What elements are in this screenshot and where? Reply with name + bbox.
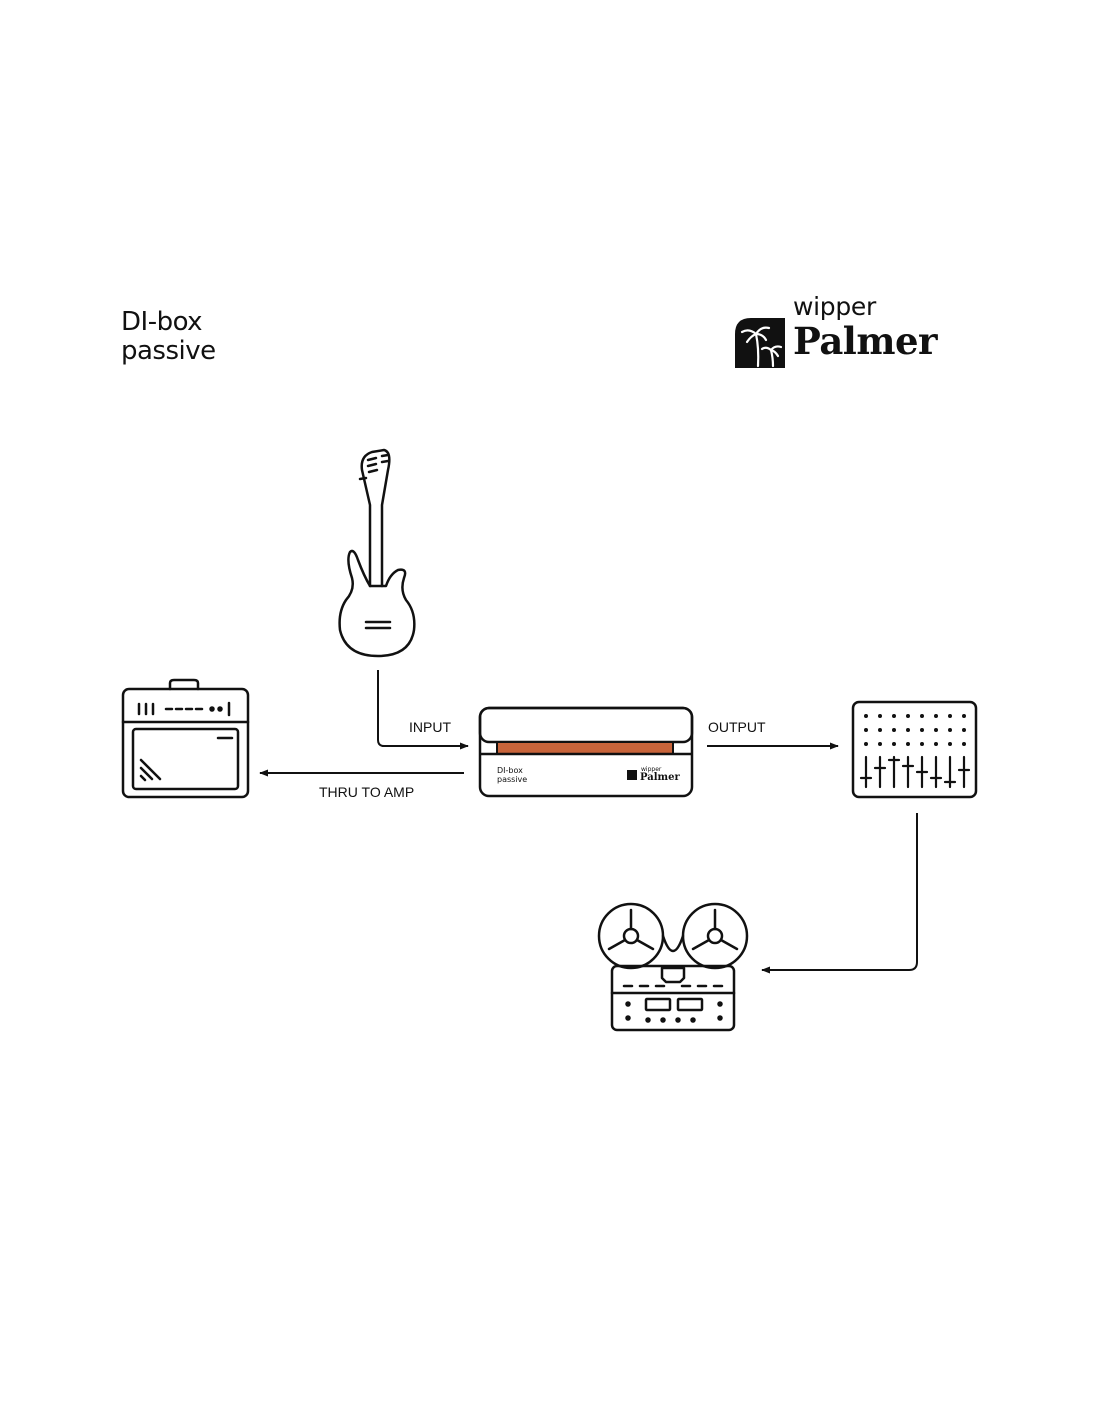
mixer-knob bbox=[934, 742, 938, 746]
mixer-knob bbox=[948, 728, 952, 732]
mixer-fader bbox=[957, 755, 971, 789]
mixer-knob bbox=[934, 714, 938, 718]
mixer-knob bbox=[920, 714, 924, 718]
mixer-knob bbox=[892, 742, 896, 746]
amplifier-icon bbox=[121, 678, 250, 799]
mixer-knob bbox=[962, 714, 966, 718]
page-title: DI-box passive bbox=[121, 308, 216, 366]
mixer-icon bbox=[851, 700, 978, 799]
tape-recorder-icon bbox=[597, 902, 749, 1032]
title-line-1: DI-box bbox=[121, 307, 203, 337]
mixer-knob bbox=[864, 742, 868, 746]
mixer-knob bbox=[892, 714, 896, 718]
di-box-logo-icon bbox=[627, 770, 637, 780]
mixer-fader bbox=[873, 755, 887, 789]
mixer-knob bbox=[864, 728, 868, 732]
mixer-knob bbox=[962, 728, 966, 732]
di-box-brand-small: wipper bbox=[641, 766, 662, 773]
guitar-icon bbox=[338, 448, 416, 658]
mixer-knob bbox=[934, 728, 938, 732]
input-label: INPUT bbox=[409, 719, 451, 735]
palm-tree-logo-icon bbox=[735, 318, 785, 368]
thru-to-amp-label: THRU TO AMP bbox=[319, 784, 414, 800]
mixer-knob bbox=[878, 728, 882, 732]
mixer-knob bbox=[878, 742, 882, 746]
mixer-to-recorder-line bbox=[761, 813, 918, 974]
mixer-fader bbox=[901, 755, 915, 789]
mixer-knob bbox=[878, 714, 882, 718]
mixer-knob bbox=[906, 742, 910, 746]
mixer-knob bbox=[920, 728, 924, 732]
mixer-fader bbox=[915, 755, 929, 789]
mixer-knob bbox=[948, 742, 952, 746]
brand-palmer: Palmer bbox=[793, 319, 938, 363]
mixer-fader bbox=[943, 755, 957, 789]
mixer-fader bbox=[887, 755, 901, 789]
mixer-knob bbox=[920, 742, 924, 746]
mixer-knob bbox=[892, 728, 896, 732]
di-box-brand-big: Palmer bbox=[640, 772, 680, 783]
output-label: OUTPUT bbox=[708, 719, 766, 735]
input-connection-line bbox=[377, 670, 469, 750]
brand-logo: wipper Palmer bbox=[733, 292, 973, 372]
mixer-fader bbox=[859, 755, 873, 789]
mixer-knob bbox=[906, 728, 910, 732]
mixer-knob bbox=[962, 742, 966, 746]
title-line-2: passive bbox=[121, 336, 216, 366]
mixer-knob bbox=[906, 714, 910, 718]
mixer-knob bbox=[948, 714, 952, 718]
di-box-label-2: passive bbox=[497, 775, 527, 784]
mixer-knob bbox=[864, 714, 868, 718]
brand-wipper: wipper bbox=[793, 292, 876, 321]
di-box-label-1: DI-box bbox=[497, 766, 523, 775]
mixer-fader bbox=[929, 755, 943, 789]
di-box-icon: DI-box passive wipper Palmer bbox=[478, 706, 694, 798]
